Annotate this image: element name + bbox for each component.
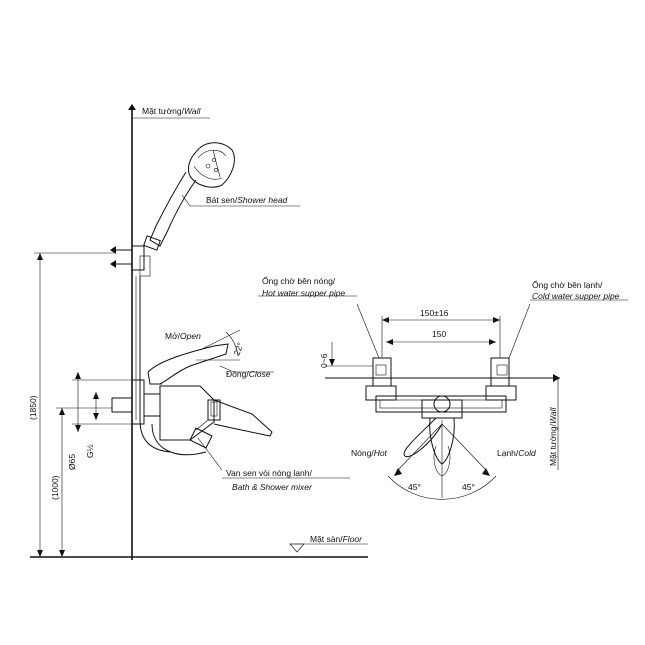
- angle-left-line: [397, 423, 443, 471]
- vertical-dimensions: [34, 252, 114, 557]
- text-labels: Mặt tường/Wall Bát sen/Shower head Mở/Op…: [28, 106, 620, 544]
- shower-head: [143, 142, 235, 251]
- dim-label-150-16: 150±16: [420, 308, 449, 318]
- label-mixer-en: Bath & Shower mixer: [232, 482, 313, 492]
- wall-bracket: [110, 245, 151, 277]
- front-view: [258, 295, 628, 500]
- label-hot: Nóng/Hot: [351, 448, 388, 458]
- dim-label-0-6: 0~6: [319, 353, 329, 368]
- label-wall-left: Mặt tường/Wall: [142, 106, 201, 116]
- label-angle-22: 22°: [231, 341, 245, 357]
- wall-arrow-right-icon: [553, 374, 560, 382]
- angle-right-line: [441, 423, 487, 471]
- label-angle-left: 45°: [408, 482, 421, 492]
- shower-hose: [139, 276, 171, 453]
- label-shower-head: Bát sen/Shower head: [206, 195, 288, 205]
- angle-arc-bottom: [387, 475, 497, 500]
- dim-label-d65: Ø65: [67, 454, 77, 470]
- mixer-leader: [197, 437, 223, 471]
- floor-triangle-icon: [289, 543, 305, 553]
- label-hot-pipe-vi: Ống chờ bên nóng/: [262, 275, 336, 286]
- label-wall-right: Mặt tường/Wall: [548, 407, 558, 466]
- wall-arrow-icon: [128, 104, 136, 110]
- angle-arc: [225, 331, 239, 357]
- side-view: [30, 104, 368, 560]
- label-mixer-vi: Van sen vòi nóng lạnh/: [226, 468, 312, 478]
- close-leader: [219, 365, 235, 373]
- shower-head-leader: [181, 194, 191, 207]
- label-open: Mở/Open: [165, 331, 201, 341]
- mixer-front-body: [365, 385, 517, 498]
- label-cold-pipe-en: Cold water supper pipe: [532, 291, 620, 301]
- label-close: Đóng/Close: [226, 369, 271, 379]
- cold-supply-pipe: [490, 357, 510, 387]
- cold-pipe-leader: [508, 303, 531, 359]
- mixer-side-view: [72, 343, 273, 456]
- dim-label-g12: G½: [85, 444, 95, 458]
- dim-label-1850: (1850): [28, 395, 38, 420]
- open-line: [199, 329, 241, 351]
- label-hot-pipe-en: Hot water supper pipe: [262, 288, 345, 298]
- dim-label-150: 150: [432, 329, 446, 339]
- label-cold: Lạnh/Cold: [497, 448, 536, 458]
- dim-label-1000: (1000): [50, 475, 60, 500]
- label-cold-pipe-vi: Ống chờ bên lạnh/: [532, 279, 603, 290]
- label-floor: Mặt sàn/Floor: [310, 534, 363, 544]
- hot-pipe-leader: [356, 303, 380, 359]
- label-angle-right: 45°: [462, 482, 475, 492]
